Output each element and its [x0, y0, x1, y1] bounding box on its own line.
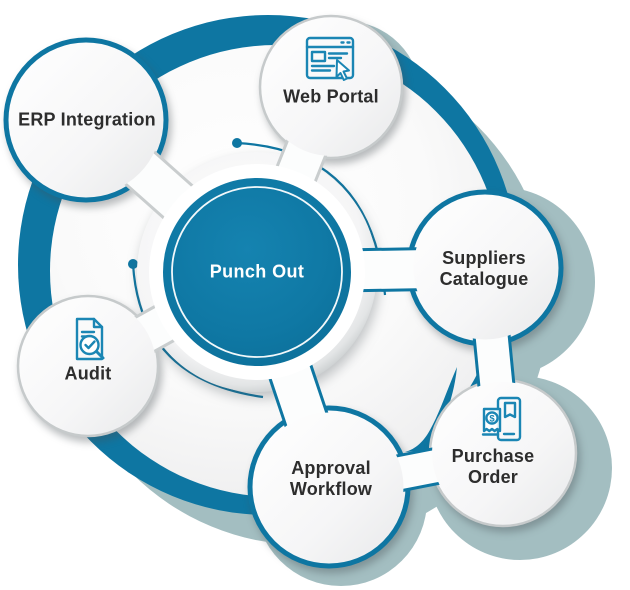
node-fill-audit	[20, 298, 156, 434]
center-inner-ring	[171, 186, 343, 358]
pin-dot-left	[128, 259, 138, 269]
node-label-purchase-order: Purchase Order	[451, 446, 535, 487]
arc-bottom-left	[131, 263, 264, 399]
node-fill-erp-integration	[10, 44, 162, 196]
purchase-order-icon: $	[481, 396, 522, 442]
node-label-approval-workflow: Approval Workflow	[289, 458, 373, 499]
node-fill-web-portal	[262, 18, 400, 156]
node-label-web-portal: Web Portal	[283, 86, 379, 107]
node-fill-suppliers-catalogue	[413, 196, 557, 340]
audit-icon	[75, 317, 105, 361]
web-portal-icon	[305, 36, 355, 81]
pin-dot-top	[232, 138, 242, 148]
center-circle	[163, 178, 351, 366]
node-fill-approval-workflow	[254, 412, 404, 562]
node-label-suppliers-catalogue: Suppliers Catalogue	[439, 248, 529, 289]
node-label-erp-integration: ERP Integration	[18, 109, 156, 130]
node-label-audit: Audit	[64, 363, 112, 384]
node-fill-purchase-order	[432, 382, 574, 524]
center-label: Punch Out	[209, 261, 305, 282]
dollar-glyph: $	[489, 414, 495, 425]
